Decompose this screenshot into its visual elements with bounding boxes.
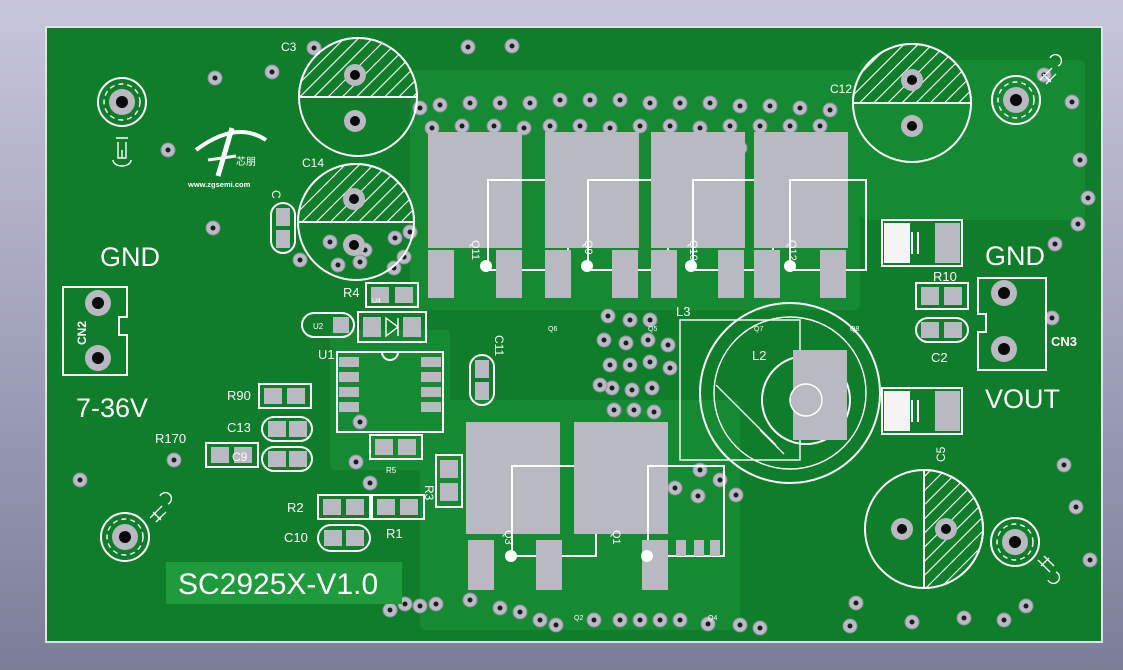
q10-label: Q10 <box>687 240 699 261</box>
q7-label: Q7 <box>754 326 763 333</box>
r5-label: R5 <box>386 466 397 475</box>
mosfet-q1: Q1 <box>574 422 725 590</box>
mosfet-q12: Q12 <box>754 132 867 298</box>
resistor-r4: R4 U4 <box>343 282 419 308</box>
c2-label: C2 <box>931 350 948 365</box>
r3-label: R3 <box>422 485 436 501</box>
gnd-right-label: GND <box>985 241 1045 271</box>
board-name: SC2925X-V1.0 <box>178 568 378 601</box>
u4-label: U4 <box>372 298 381 305</box>
q12-label: Q12 <box>786 240 798 261</box>
mosfet-q11: Q11 <box>428 132 569 298</box>
connector-cn2: CN2 <box>62 286 128 376</box>
mosfet-q3: Q3 <box>466 422 597 590</box>
c13-label: C13 <box>227 420 251 435</box>
vout-label: VOUT <box>985 384 1060 414</box>
diode-right-top <box>881 219 963 267</box>
u2-label: U2 <box>313 322 324 331</box>
cn3-label: CN3 <box>1051 334 1077 349</box>
gnd-left-label: GND <box>100 242 160 272</box>
q5-label: Q5 <box>648 326 657 333</box>
c12-label: C12 <box>830 82 852 96</box>
c9-label: C9 <box>232 450 248 464</box>
capacitor-c14: C14 <box>296 156 416 281</box>
resistor-r10: R10 <box>915 269 969 310</box>
resistor-r3: R3 <box>422 454 463 508</box>
c11-label: C11 <box>492 335 506 356</box>
resistor-r1: R1 <box>371 494 425 541</box>
r10-label: R10 <box>933 269 957 284</box>
q4-label: Q4 <box>708 615 717 622</box>
capacitor-c12: C12 <box>830 43 973 163</box>
mounting-hole-top-right <box>991 53 1063 125</box>
ic-u1: U1 <box>318 347 444 433</box>
board-name-plate <box>166 562 402 604</box>
resistor-r2: R2 <box>287 494 371 520</box>
r170-label: R170 <box>155 431 186 446</box>
capacitor-c11: C11 <box>469 335 506 406</box>
r1-label: R1 <box>386 526 403 541</box>
capacitor-c2: C2 <box>915 317 969 365</box>
svg-text:C: C <box>269 190 283 199</box>
q11-label: Q11 <box>469 240 481 260</box>
q6-label: Q6 <box>548 326 557 333</box>
capacitor-c3: C3 <box>281 37 419 157</box>
l2-label: L2 <box>752 348 766 363</box>
capacitor-c9-pair <box>261 446 313 472</box>
r90-label: R90 <box>227 388 251 403</box>
mosfet-q9: Q9 <box>545 132 669 298</box>
r2-label: R2 <box>287 500 304 515</box>
inductor-l2: L2 <box>699 302 881 484</box>
u1-label: U1 <box>318 347 335 362</box>
resistor-r5: R5 <box>369 434 423 475</box>
capacitor-c14-small: C <box>269 190 296 254</box>
c5-label: C5 <box>934 446 948 462</box>
q2-label: Q2 <box>574 615 583 622</box>
capacitor-u2: U2 <box>301 312 355 338</box>
c3-label: C3 <box>281 40 297 54</box>
r4-label: R4 <box>343 285 360 300</box>
capacitor-c13: C13 <box>227 416 313 442</box>
mounting-hole-bottom-right <box>990 517 1061 585</box>
diode-right-bottom <box>881 387 963 435</box>
resistor-r90: R90 <box>227 383 312 409</box>
mounting-hole-top-left <box>97 77 147 167</box>
logo-text: 芯朋 <box>236 155 256 168</box>
q9-label: Q9 <box>582 240 594 255</box>
vin-label: 7-36V <box>76 393 148 423</box>
mosfet-q10: Q10 <box>651 132 774 298</box>
company-logo: 芯朋 www.zgsemi.com <box>187 127 268 189</box>
connector-cn3: CN3 <box>977 277 1077 371</box>
mounting-hole-bottom-left <box>100 491 173 562</box>
resistor-r170: R170 C9 <box>155 431 259 468</box>
logo-url: www.zgsemi.com <box>187 180 251 189</box>
cn2-label: CN2 <box>75 321 89 345</box>
c14-label: C14 <box>302 156 324 170</box>
l3-label: L3 <box>676 304 690 319</box>
q1-label: Q1 <box>610 530 622 545</box>
diode-u4 <box>357 311 427 343</box>
c10-label: C10 <box>284 530 308 545</box>
capacitor-c10: C10 <box>284 524 371 552</box>
q3-label: Q3 <box>502 530 514 545</box>
capacitor-c5: C5 <box>864 446 984 590</box>
